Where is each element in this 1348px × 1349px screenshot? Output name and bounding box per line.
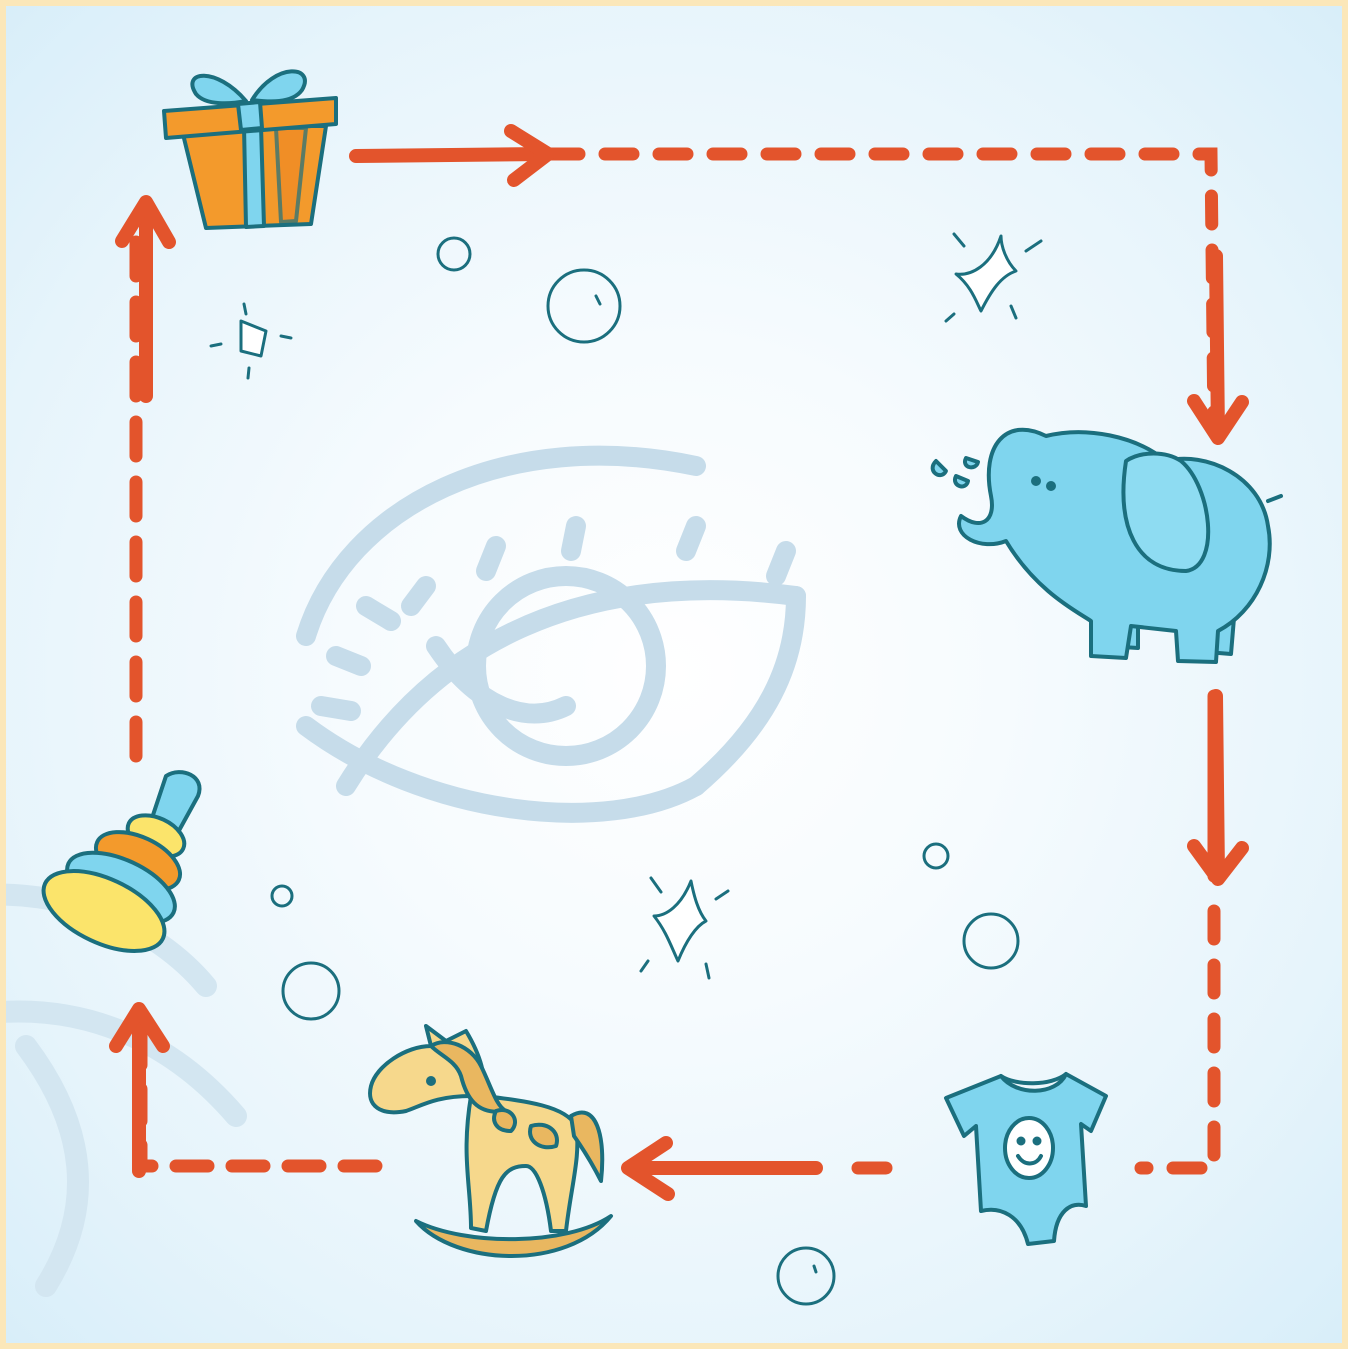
illustration-canvas	[6, 6, 1342, 1343]
arrow-up-lower	[116, 1009, 163, 1171]
elephant-toy-icon	[933, 430, 1281, 662]
arrow-right	[356, 131, 548, 180]
arrow-up-upper	[122, 202, 169, 396]
sparkle-icon	[211, 304, 291, 378]
sparkle-icon	[946, 234, 1041, 321]
arrow-down-lower	[1194, 696, 1242, 879]
rocking-horse-icon	[370, 1026, 611, 1256]
arrow-left	[628, 1143, 816, 1194]
corner-eye-watermark-icon	[6, 894, 236, 1286]
arrow-down-upper	[1194, 256, 1242, 438]
sparkle-icon	[641, 878, 728, 978]
baby-onesie-icon	[946, 1074, 1106, 1244]
eye-watermark-icon	[306, 456, 796, 813]
gift-box-icon	[164, 71, 336, 228]
baby-cycle-diagram	[6, 6, 1342, 1343]
ring-pyramid-toy-icon	[32, 772, 200, 967]
